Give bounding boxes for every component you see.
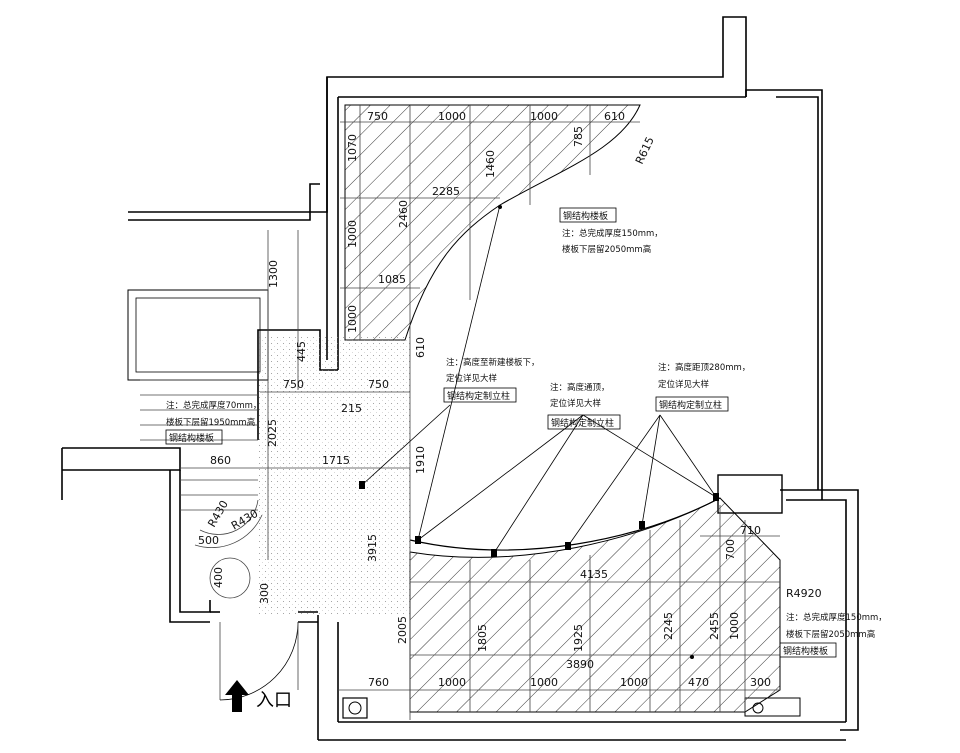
slab-marker <box>498 205 502 209</box>
detail-lines <box>140 105 780 720</box>
entrance-arrow-icon <box>225 680 249 712</box>
slab-marker <box>690 655 694 659</box>
dim-label: 300 <box>258 583 271 604</box>
dim-label: 3915 <box>366 534 379 562</box>
dim-label: 1000 <box>728 612 741 640</box>
dim-label: 1085 <box>378 273 406 286</box>
dim-label: 445 <box>295 341 308 362</box>
column-markers <box>359 205 719 659</box>
dim-label: 470 <box>688 676 709 689</box>
dim-label: 2025 <box>266 419 279 447</box>
note-title: 钢结构楼板 <box>169 432 214 444</box>
dim-label: 1000 <box>530 110 558 123</box>
note-line: 注：总完成厚度150mm， <box>562 228 663 239</box>
column-marker <box>639 521 645 529</box>
dim-label: 1070 <box>346 134 359 162</box>
dim-label: 2285 <box>432 185 460 198</box>
dim-label: 610 <box>414 337 427 358</box>
note-column-a: 注：高度至新建楼板下， 定位详见大样 钢结构定制立柱 <box>443 357 540 403</box>
column-marker <box>359 481 365 489</box>
bottom-steel-slab <box>409 497 781 713</box>
note-title: 钢结构定制立柱 <box>447 390 510 402</box>
note-line: 楼板下层留1950mm高 <box>166 417 255 428</box>
column-marker <box>491 549 497 557</box>
dim-label: 1300 <box>267 260 280 288</box>
dim-label: 710 <box>740 524 761 537</box>
entrance-marker: 入口 <box>225 680 292 712</box>
note-line: 楼板下层留2050mm高 <box>786 629 875 640</box>
note-line: 注：高度至新建楼板下， <box>446 357 540 368</box>
dim-label: 3890 <box>566 658 594 671</box>
dim-label: 750 <box>283 378 304 391</box>
note-top-slab: 钢结构楼板 注：总完成厚度150mm， 楼板下层留2050mm高 <box>559 207 663 255</box>
dim-label: 1000 <box>438 676 466 689</box>
dim-label: 1000 <box>346 220 359 248</box>
dim-label: 300 <box>750 676 771 689</box>
note-title: 钢结构楼板 <box>563 210 608 222</box>
dim-label: 750 <box>368 378 389 391</box>
note-line: 注：高度距顶280mm， <box>658 362 750 373</box>
dim-label: 1910 <box>414 446 427 474</box>
dim-label: 760 <box>368 676 389 689</box>
dim-label: 1000 <box>438 110 466 123</box>
dim-label: 860 <box>210 454 231 467</box>
entrance-label: 入口 <box>256 690 292 711</box>
dim-label: 1460 <box>484 150 497 178</box>
dimension-labels: 750 1000 1000 610 R615 1070 1460 785 228… <box>198 110 822 689</box>
note-left-slab: 注：总完成厚度70mm， 楼板下层留1950mm高 钢结构楼板 <box>165 400 261 445</box>
note-line: 注：总完成厚度150mm， <box>786 612 887 623</box>
dim-label: 2245 <box>662 612 675 640</box>
dim-label: R430 <box>205 498 231 529</box>
dim-label: 2460 <box>397 200 410 228</box>
dim-label: 1805 <box>476 624 489 652</box>
dim-label: 1715 <box>322 454 350 467</box>
dim-label: 1925 <box>572 624 585 652</box>
dim-label: 2005 <box>396 616 409 644</box>
note-column-c: 注：高度距顶280mm， 定位详见大样 钢结构定制立柱 <box>655 362 750 412</box>
dim-label: 750 <box>367 110 388 123</box>
dim-label: 2455 <box>708 612 721 640</box>
note-title: 钢结构定制立柱 <box>659 399 722 411</box>
top-steel-slab <box>344 104 641 341</box>
note-line: 定位详见大样 <box>550 398 602 409</box>
dim-label: R615 <box>633 135 657 166</box>
column-marker <box>565 542 571 550</box>
note-line: 注：高度通顶， <box>550 382 610 393</box>
dim-label: 1000 <box>346 305 359 333</box>
dim-label: R430 <box>229 507 260 533</box>
note-line: 定位详见大样 <box>658 379 710 390</box>
note-title: 钢结构楼板 <box>783 645 828 657</box>
note-column-b: 注：高度通顶， 定位详见大样 钢结构定制立柱 <box>547 382 621 430</box>
dim-label: 700 <box>724 539 737 560</box>
dim-label: 4135 <box>580 568 608 581</box>
dim-label: 215 <box>341 402 362 415</box>
dim-label: 1000 <box>620 676 648 689</box>
dotted-floor-area <box>258 335 410 615</box>
note-line: 楼板下层留2050mm高 <box>562 244 651 255</box>
column-marker <box>713 493 719 501</box>
note-bottom-slab: 注：总完成厚度150mm， 楼板下层留2050mm高 钢结构楼板 <box>779 612 887 658</box>
dim-label: 610 <box>604 110 625 123</box>
dim-label: R4920 <box>786 587 822 600</box>
dim-label: 400 <box>212 567 225 588</box>
dim-label: 500 <box>198 534 219 547</box>
note-title: 钢结构定制立柱 <box>551 417 614 429</box>
dim-label: 1000 <box>530 676 558 689</box>
column-marker <box>415 536 421 544</box>
steel-slabs <box>258 104 781 713</box>
dim-label: 785 <box>572 126 585 147</box>
note-line: 注：总完成厚度70mm， <box>166 400 261 411</box>
note-line: 定位详见大样 <box>446 373 498 384</box>
